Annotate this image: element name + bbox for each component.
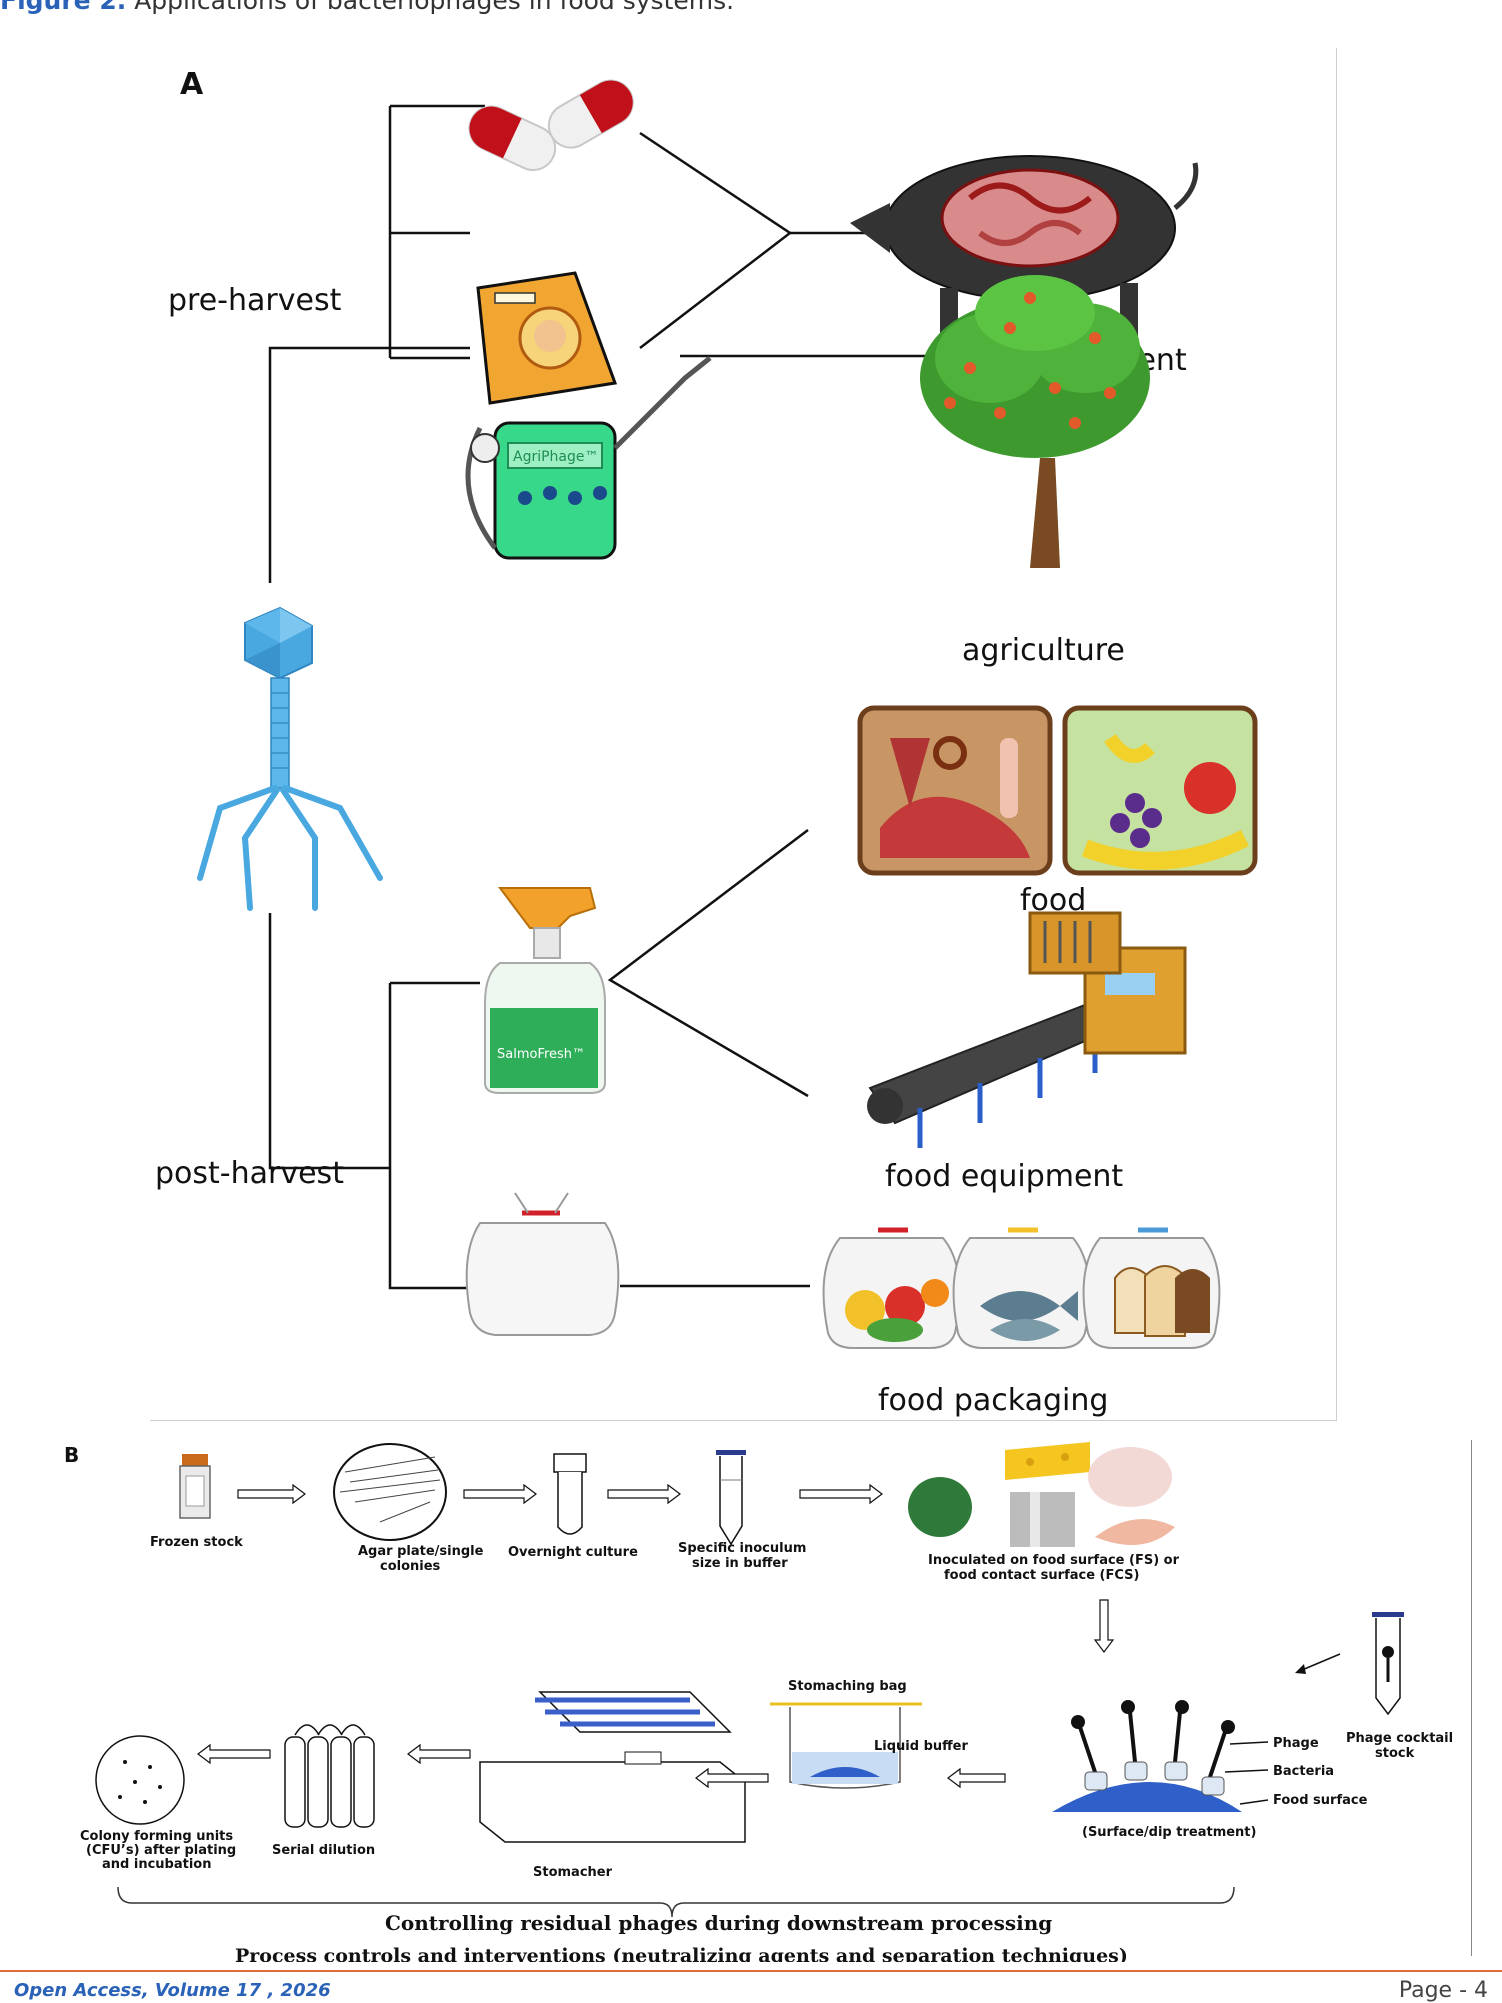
overnight-culture-label: Overnight culture — [508, 1545, 638, 1560]
cocktail-arrow-head — [1295, 1664, 1306, 1674]
food-surface-label: Food surface — [1273, 1793, 1368, 1808]
stomacher-machine — [479, 1691, 746, 1843]
panel-a: A pre-harvest post-harvest — [150, 48, 1337, 1421]
tree-lines — [268, 104, 960, 1290]
agar-plate-label-2: colonies — [380, 1559, 441, 1574]
overnight-culture-tube — [553, 1453, 587, 1535]
bacteria-label: Bacteria — [1273, 1764, 1334, 1779]
cfu-label-3: and incubation — [102, 1857, 211, 1872]
phage-cocktail-tube — [1372, 1612, 1404, 1716]
panel-a-letter: A — [180, 67, 204, 102]
stomaching-bag-label: Stomaching bag — [788, 1679, 907, 1694]
phage-cocktail-label-2: stock — [1375, 1746, 1415, 1761]
colony-plate — [95, 1735, 185, 1825]
sprayer-brand: AgriPhage™ — [513, 449, 599, 465]
bottle-brand: SalmoFresh™ — [497, 1047, 585, 1062]
cocktail-arrow-line — [1301, 1653, 1341, 1671]
bottom-line-1: Controlling residual phages during downs… — [385, 1911, 1052, 1935]
fruit-bag-icon — [822, 1227, 961, 1349]
panel-a-diagram: A pre-harvest post-harvest — [155, 67, 1258, 1418]
agriculture-label: agriculture — [962, 633, 1125, 668]
fruit-tile-icon — [1062, 705, 1258, 876]
inoculum-label-1: Specific inoculum — [678, 1541, 806, 1556]
panel-b-border — [1471, 1440, 1472, 1956]
empty-bag-icon — [465, 1192, 620, 1336]
bread-bag-icon — [1082, 1227, 1221, 1349]
surface-dip-label: (Surface/dip treatment) — [1082, 1825, 1256, 1840]
capsule-icon — [468, 79, 634, 171]
serial-dilution-tubes — [284, 1724, 375, 1828]
agar-plate — [333, 1443, 447, 1541]
serial-dilution-label: Serial dilution — [272, 1843, 375, 1858]
cfu-label-1: Colony forming units — [80, 1829, 233, 1844]
phage-cocktail-label-1: Phage cocktail — [1346, 1731, 1453, 1746]
fish-bag-icon — [952, 1227, 1091, 1349]
bacteriophage-icon — [197, 606, 383, 911]
grouping-brace — [117, 1886, 1235, 1918]
inoculum-label-2: size in buffer — [692, 1556, 788, 1571]
stomaching-bag — [789, 1707, 901, 1789]
phage-label: Phage — [1273, 1736, 1319, 1751]
fruit-tree-icon — [920, 275, 1150, 568]
food-packaging-label: food packaging — [878, 1383, 1108, 1418]
figure-label: Figure 2. — [0, 0, 127, 15]
figure-caption-text: Applications of bacteriophages in food s… — [134, 0, 735, 15]
frozen-stock-label: Frozen stock — [150, 1535, 243, 1550]
spray-bottle-icon: SalmoFresh™ — [484, 887, 606, 1094]
figure-caption: Figure 2. Applications of bacteriophages… — [0, 0, 734, 15]
backpack-sprayer-icon: AgriPhage™ — [465, 356, 712, 560]
food-equipment-label: food equipment — [885, 1159, 1123, 1194]
surface-treatment-diagram — [1052, 1700, 1242, 1812]
liquid-buffer-label: Liquid buffer — [874, 1739, 968, 1754]
conveyor-icon — [867, 911, 1187, 1148]
panel-b-letter: B — [64, 1443, 79, 1467]
food-surfaces-image — [908, 1442, 1175, 1547]
bottom-line-2: Process controls and interventions (neut… — [235, 1945, 1128, 1962]
surface-pointer-lines — [1224, 1741, 1269, 1805]
agar-plate-label-1: Agar plate/single — [358, 1544, 484, 1559]
inoculated-label-2: food contact surface (FCS) — [944, 1568, 1139, 1583]
panel-b: B Frozen stock Agar plate/single colonie… — [40, 1432, 1464, 1967]
inoculated-label-1: Inoculated on food surface (FS) or — [928, 1553, 1180, 1568]
footer-journal-info: Open Access, Volume 17 , 2026 — [14, 1980, 331, 2001]
flow-arrows — [197, 1483, 1115, 1789]
page-number: Page - 4 — [1398, 1978, 1488, 2003]
pre-harvest-label: pre-harvest — [168, 283, 342, 318]
frozen-stock-tube — [179, 1454, 211, 1519]
stomacher-label: Stomacher — [533, 1865, 613, 1880]
footer-rule — [0, 1970, 1502, 1972]
meat-tile-icon — [857, 705, 1053, 876]
feed-bag-icon — [476, 271, 618, 405]
cfu-label-2: (CFU’s) after plating — [86, 1843, 236, 1858]
panel-b-flowchart: B Frozen stock Agar plate/single colonie… — [64, 1442, 1453, 1967]
post-harvest-label: post-harvest — [155, 1156, 344, 1191]
inoculum-tube — [716, 1450, 746, 1546]
